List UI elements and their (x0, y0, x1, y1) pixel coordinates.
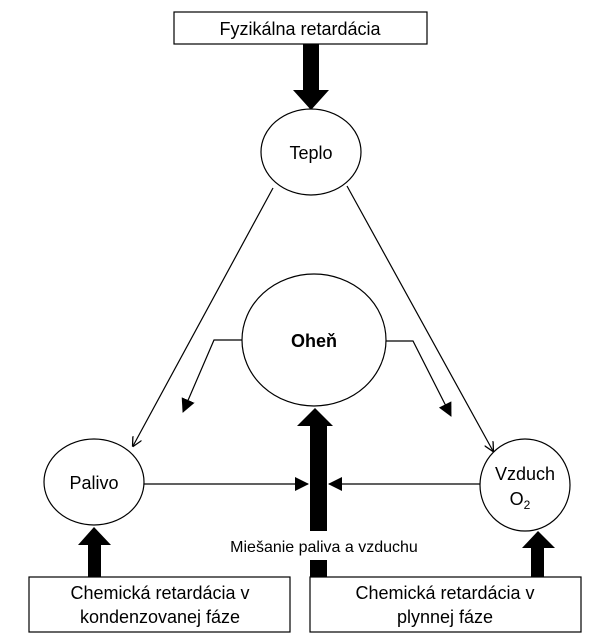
physical-retardation-box (173, 11, 428, 45)
gas-phase-line1: Chemická retardácia v (355, 583, 534, 603)
node-palivo-label: Palivo (69, 473, 118, 493)
edge-teplo-vzduch (346, 185, 493, 451)
node-vzduch (479, 438, 571, 532)
condensed-phase-line2: kondenzovanej fáze (80, 607, 240, 627)
condensed-phase-line1: Chemická retardácia v (70, 583, 249, 603)
node-palivo (43, 438, 145, 526)
thick-arrow-gas-to-vzduch (522, 531, 555, 577)
edge-ohen-left (181, 339, 242, 413)
thick-arrow-mixing-to-ohen (297, 408, 333, 578)
edge-teplo-palivo (133, 187, 274, 446)
node-vzduch-o2-label: O2 (510, 489, 531, 512)
gas-phase-line2: plynnej fáze (397, 607, 493, 627)
physical-retardation-label: Fyzikálna retardácia (219, 19, 381, 39)
condensed-phase-box (28, 576, 291, 633)
gas-phase-box (309, 576, 582, 633)
node-teplo (260, 108, 362, 196)
mixing-label: Miešanie paliva a vzduchu (230, 539, 418, 556)
node-ohen-label: Oheň (291, 331, 337, 351)
edge-ohen-right (386, 340, 452, 417)
node-teplo-label: Teplo (289, 143, 332, 163)
node-vzduch-label: Vzduch (495, 464, 555, 484)
thick-arrow-physical-to-teplo (293, 44, 329, 110)
thick-arrow-condensed-to-palivo (78, 527, 111, 577)
